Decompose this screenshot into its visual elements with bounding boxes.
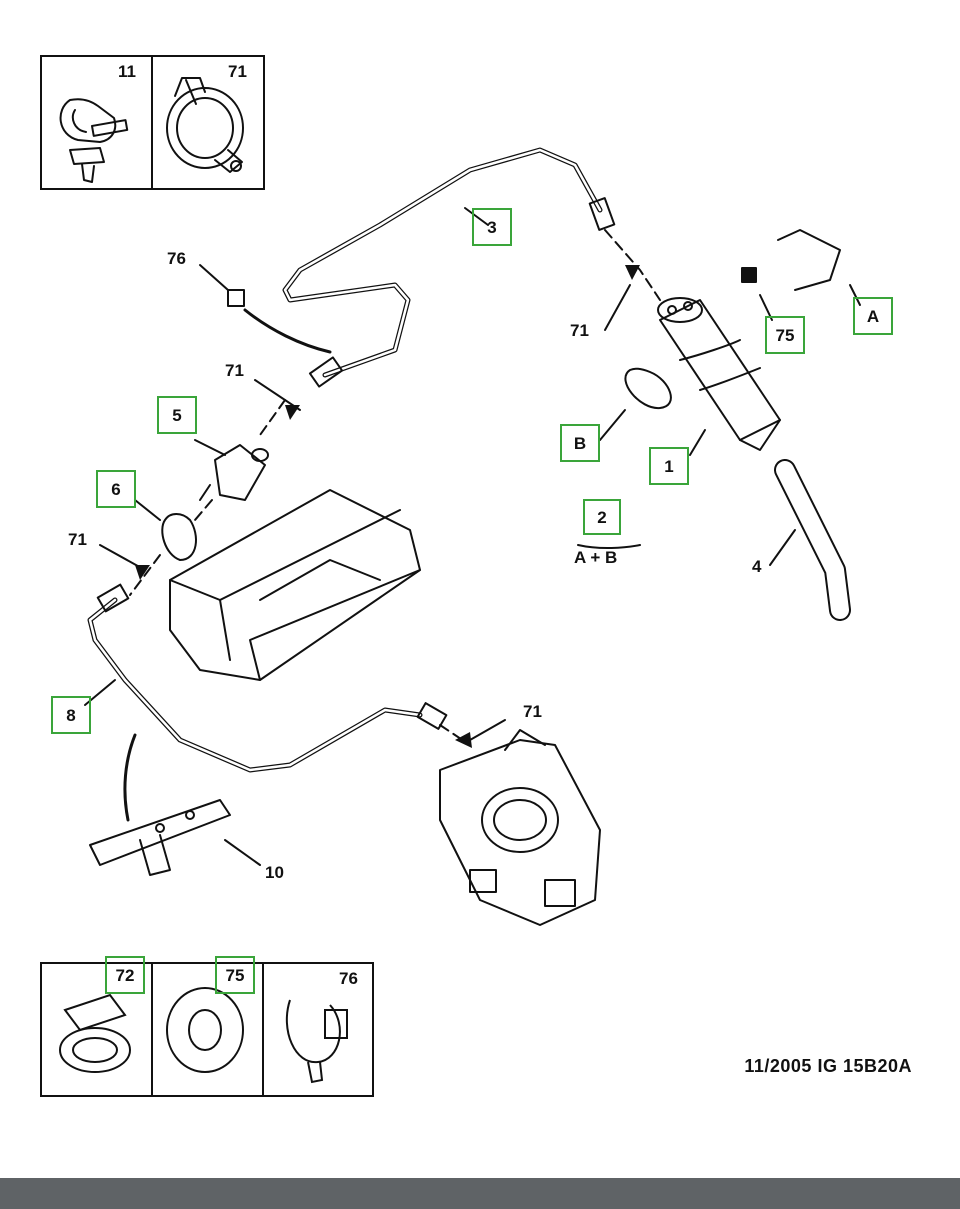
callout-71-a: 71 (570, 321, 589, 340)
bracket-a (777, 229, 841, 291)
callout-4: 4 (752, 557, 762, 576)
inset-bottom-divider-2 (262, 962, 265, 1097)
seal-b (624, 367, 672, 410)
washer-75-illustration (166, 987, 244, 1073)
callout-1[interactable]: 1 (649, 447, 689, 485)
inset-bottom-divider-1 (151, 962, 154, 1097)
callout-71-c: 71 (68, 530, 87, 549)
inset-top-divider (151, 55, 154, 190)
callout-76: 76 (167, 249, 186, 268)
callout-71-b: 71 (225, 361, 244, 380)
callout-75[interactable]: 75 (765, 316, 805, 354)
clip-72-illustration (59, 993, 131, 1073)
callout-a[interactable]: A (853, 297, 893, 335)
component-6 (161, 513, 197, 561)
callout-6[interactable]: 6 (96, 470, 136, 508)
callout-10: 10 (265, 863, 284, 882)
callout-3[interactable]: 3 (472, 208, 512, 246)
callout-5[interactable]: 5 (157, 396, 197, 434)
clip-76-illustration (285, 999, 348, 1084)
inset-bottom (40, 962, 374, 1097)
diagram-reference: 11/2005 IG 15B20A (744, 1056, 912, 1076)
pipe-8 (87, 597, 423, 773)
throttle-body (439, 729, 601, 926)
fuel-filter-1 (657, 297, 781, 451)
callout-71-d: 71 (523, 702, 542, 721)
callout-72[interactable]: 72 (105, 956, 145, 994)
component-5 (199, 444, 269, 501)
callout-2[interactable]: 2 (583, 499, 621, 535)
callout-71-top: 71 (228, 62, 247, 81)
bracket-10 (89, 799, 231, 876)
callout-75-inset[interactable]: 75 (215, 956, 255, 994)
callout-8[interactable]: 8 (51, 696, 91, 734)
clip-11-illustration (59, 98, 129, 183)
pipe-3 (282, 147, 603, 378)
callout-11: 11 (118, 62, 136, 81)
callout-b[interactable]: B (560, 424, 600, 462)
bottom-bar (0, 1178, 960, 1209)
clamp-71-illustration (166, 77, 244, 173)
canister-body (169, 489, 421, 681)
callout-a-plus-b: A + B (574, 548, 618, 567)
callout-76-inset: 76 (339, 969, 358, 988)
